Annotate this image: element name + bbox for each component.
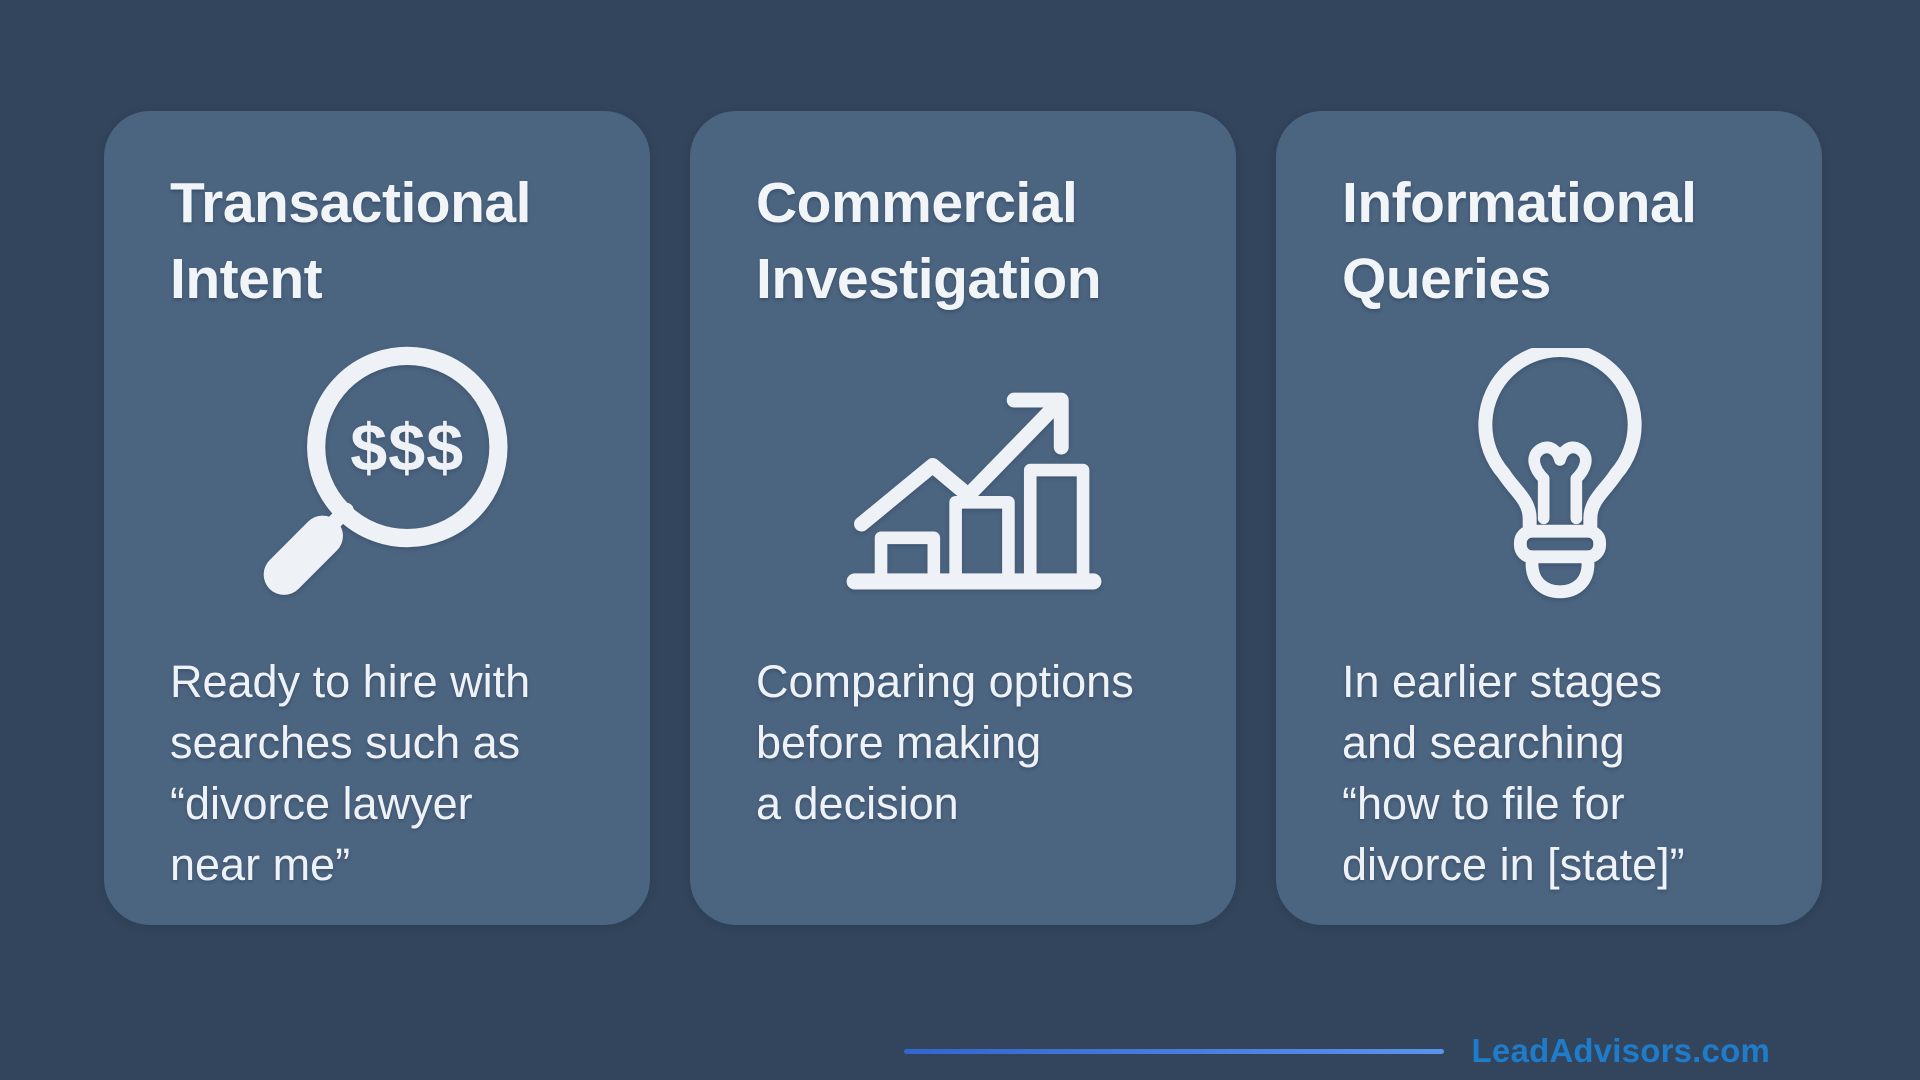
card-title-line: Commercial (756, 171, 1078, 235)
lightbulb-icon (1478, 347, 1642, 598)
growth-chart-icon (846, 392, 1102, 590)
card-title: Transactional Intent (170, 165, 606, 321)
card-description-line: Comparing options (756, 656, 1134, 707)
card-title-line: Queries (1342, 247, 1551, 311)
card-title-line: Transactional (170, 171, 531, 235)
card-description-line: near me” (170, 839, 351, 890)
card-title-line: Intent (170, 247, 323, 311)
card-description: Comparing options before making a decisi… (756, 651, 1192, 834)
card-commercial-investigation: Commercial Investigation Comparing optio… (690, 111, 1236, 925)
money-search-icon: $$$ (263, 346, 508, 595)
card-description-line: before making (756, 717, 1042, 768)
card-title: Informational Queries (1342, 165, 1778, 321)
card-description-line: divorce in [state]” (1342, 839, 1685, 890)
card-description-line: searches such as (170, 717, 521, 768)
card-row: Transactional Intent $$$ Ready to hire w… (104, 111, 1822, 925)
footer-divider-line (903, 1048, 1444, 1054)
brand-link: LeadAdvisors.com (1471, 1032, 1770, 1069)
card-description-line: a decision (756, 778, 959, 829)
card-description-line: and searching (1342, 717, 1625, 768)
card-description-line: “how to file for (1342, 778, 1625, 829)
card-title: Commercial Investigation (756, 165, 1192, 321)
card-transactional-intent: Transactional Intent $$$ Ready to hire w… (104, 111, 650, 925)
card-title-line: Investigation (756, 247, 1102, 311)
card-icon-area (756, 327, 1192, 627)
card-icon-area: $$$ (170, 327, 606, 627)
card-description-line: Ready to hire with (170, 656, 531, 707)
card-title-line: Informational (1342, 171, 1697, 235)
card-icon-area (1342, 327, 1778, 627)
card-description: Ready to hire with searches such as “div… (170, 651, 606, 895)
card-description-line: “divorce lawyer (170, 778, 473, 829)
card-informational-queries: Informational Queries In earlier stages … (1276, 111, 1822, 925)
card-description: In earlier stages and searching “how to … (1342, 651, 1778, 895)
footer-watermark: LeadAdvisors.com (903, 1032, 1770, 1070)
dollar-signs-text: $$$ (350, 412, 464, 486)
card-description-line: In earlier stages (1342, 656, 1663, 707)
